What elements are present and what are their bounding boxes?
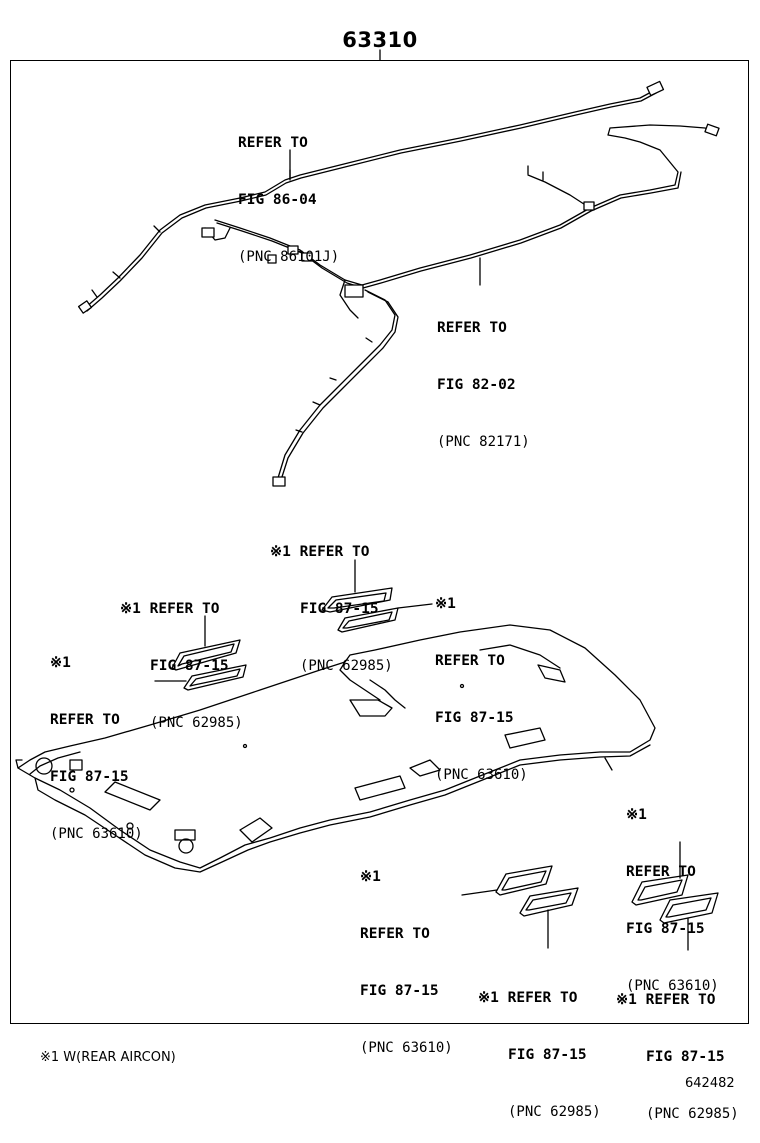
callout-line: ※1 REFER TO bbox=[478, 990, 578, 1006]
callout-bottom-62985-a: ※1 REFER TO FIG 87-15 (PNC 62985) bbox=[478, 951, 601, 1141]
callout-line: REFER TO bbox=[435, 653, 505, 669]
callout-line: ※1 REFER TO bbox=[120, 601, 220, 617]
callout-line: REFER TO bbox=[360, 926, 430, 942]
callout-line: ※1 REFER TO bbox=[270, 544, 370, 560]
callout-line: FIG 87-15 bbox=[646, 1049, 725, 1065]
assembly-number: 63310 bbox=[342, 28, 418, 52]
callout-pnc: (PNC 86101J) bbox=[238, 249, 340, 265]
callout-pnc: (PNC 63610) bbox=[626, 978, 719, 994]
roof-wire-assembly bbox=[201, 123, 720, 487]
callout-top-62985: ※1 REFER TO FIG 87-15 (PNC 62985) bbox=[270, 505, 393, 695]
callout-line: ※1 bbox=[360, 869, 381, 885]
callout-line: ※1 bbox=[435, 596, 456, 612]
callout-top-63610: ※1 REFER TO FIG 87-15 (PNC 63610) bbox=[435, 557, 528, 804]
parts-illustration bbox=[15, 49, 720, 951]
callout-line: FIG 87-15 bbox=[626, 921, 705, 937]
callout-pnc: (PNC 63610) bbox=[50, 826, 143, 842]
callout-left-63610: ※1 REFER TO FIG 87-15 (PNC 63610) bbox=[50, 616, 143, 863]
callout-line: FIG 87-15 bbox=[435, 710, 514, 726]
callout-line: FIG 87-15 bbox=[50, 769, 129, 785]
callout-line: FIG 87-15 bbox=[360, 983, 439, 999]
roof-wire-harness bbox=[77, 80, 665, 314]
callout-pnc: (PNC 62985) bbox=[646, 1106, 739, 1122]
callout-line: FIG 87-15 bbox=[150, 658, 229, 674]
lamp-parts bbox=[171, 587, 719, 924]
callout-pnc: (PNC 82171) bbox=[437, 434, 530, 450]
callout-right-63610: ※1 REFER TO FIG 87-15 (PNC 63610) bbox=[626, 768, 719, 1015]
callout-pnc: (PNC 62985) bbox=[300, 658, 393, 674]
diagram-frame bbox=[10, 60, 749, 1024]
callout-line: ※1 bbox=[626, 807, 647, 823]
callout-line: FIG 87-15 bbox=[300, 601, 379, 617]
callout-left-62985: ※1 REFER TO FIG 87-15 (PNC 62985) bbox=[120, 562, 243, 752]
callout-line: ※1 bbox=[50, 655, 71, 671]
footnote: ※1 W(REAR AIRCON) bbox=[40, 1050, 176, 1065]
callout-line: REFER TO bbox=[437, 320, 507, 336]
callout-harness-86: REFER TO FIG 86-04 (PNC 86101J) bbox=[238, 96, 339, 286]
figure-id: 642482 bbox=[685, 1076, 735, 1091]
callout-line: REFER TO bbox=[238, 135, 308, 151]
callout-bottom-62985-b: ※1 REFER TO FIG 87-15 (PNC 62985) bbox=[616, 953, 739, 1143]
callout-pnc: (PNC 62985) bbox=[150, 715, 243, 731]
callout-line: FIG 86-04 bbox=[238, 192, 317, 208]
callout-line: REFER TO bbox=[50, 712, 120, 728]
callout-pnc: (PNC 63610) bbox=[435, 767, 528, 783]
callout-line: FIG 87-15 bbox=[508, 1047, 587, 1063]
callout-pnc: (PNC 63610) bbox=[360, 1040, 453, 1056]
roof-headlining bbox=[15, 624, 656, 873]
callout-line: ※1 REFER TO bbox=[616, 992, 716, 1008]
callout-line: REFER TO bbox=[626, 864, 696, 880]
callout-pnc: (PNC 62985) bbox=[508, 1104, 601, 1120]
callout-line: FIG 82-02 bbox=[437, 377, 516, 393]
lamp-leaders bbox=[154, 559, 689, 951]
callout-harness-82: REFER TO FIG 82-02 (PNC 82171) bbox=[437, 281, 530, 471]
callout-mid-63610: ※1 REFER TO FIG 87-15 (PNC 63610) bbox=[360, 830, 453, 1077]
